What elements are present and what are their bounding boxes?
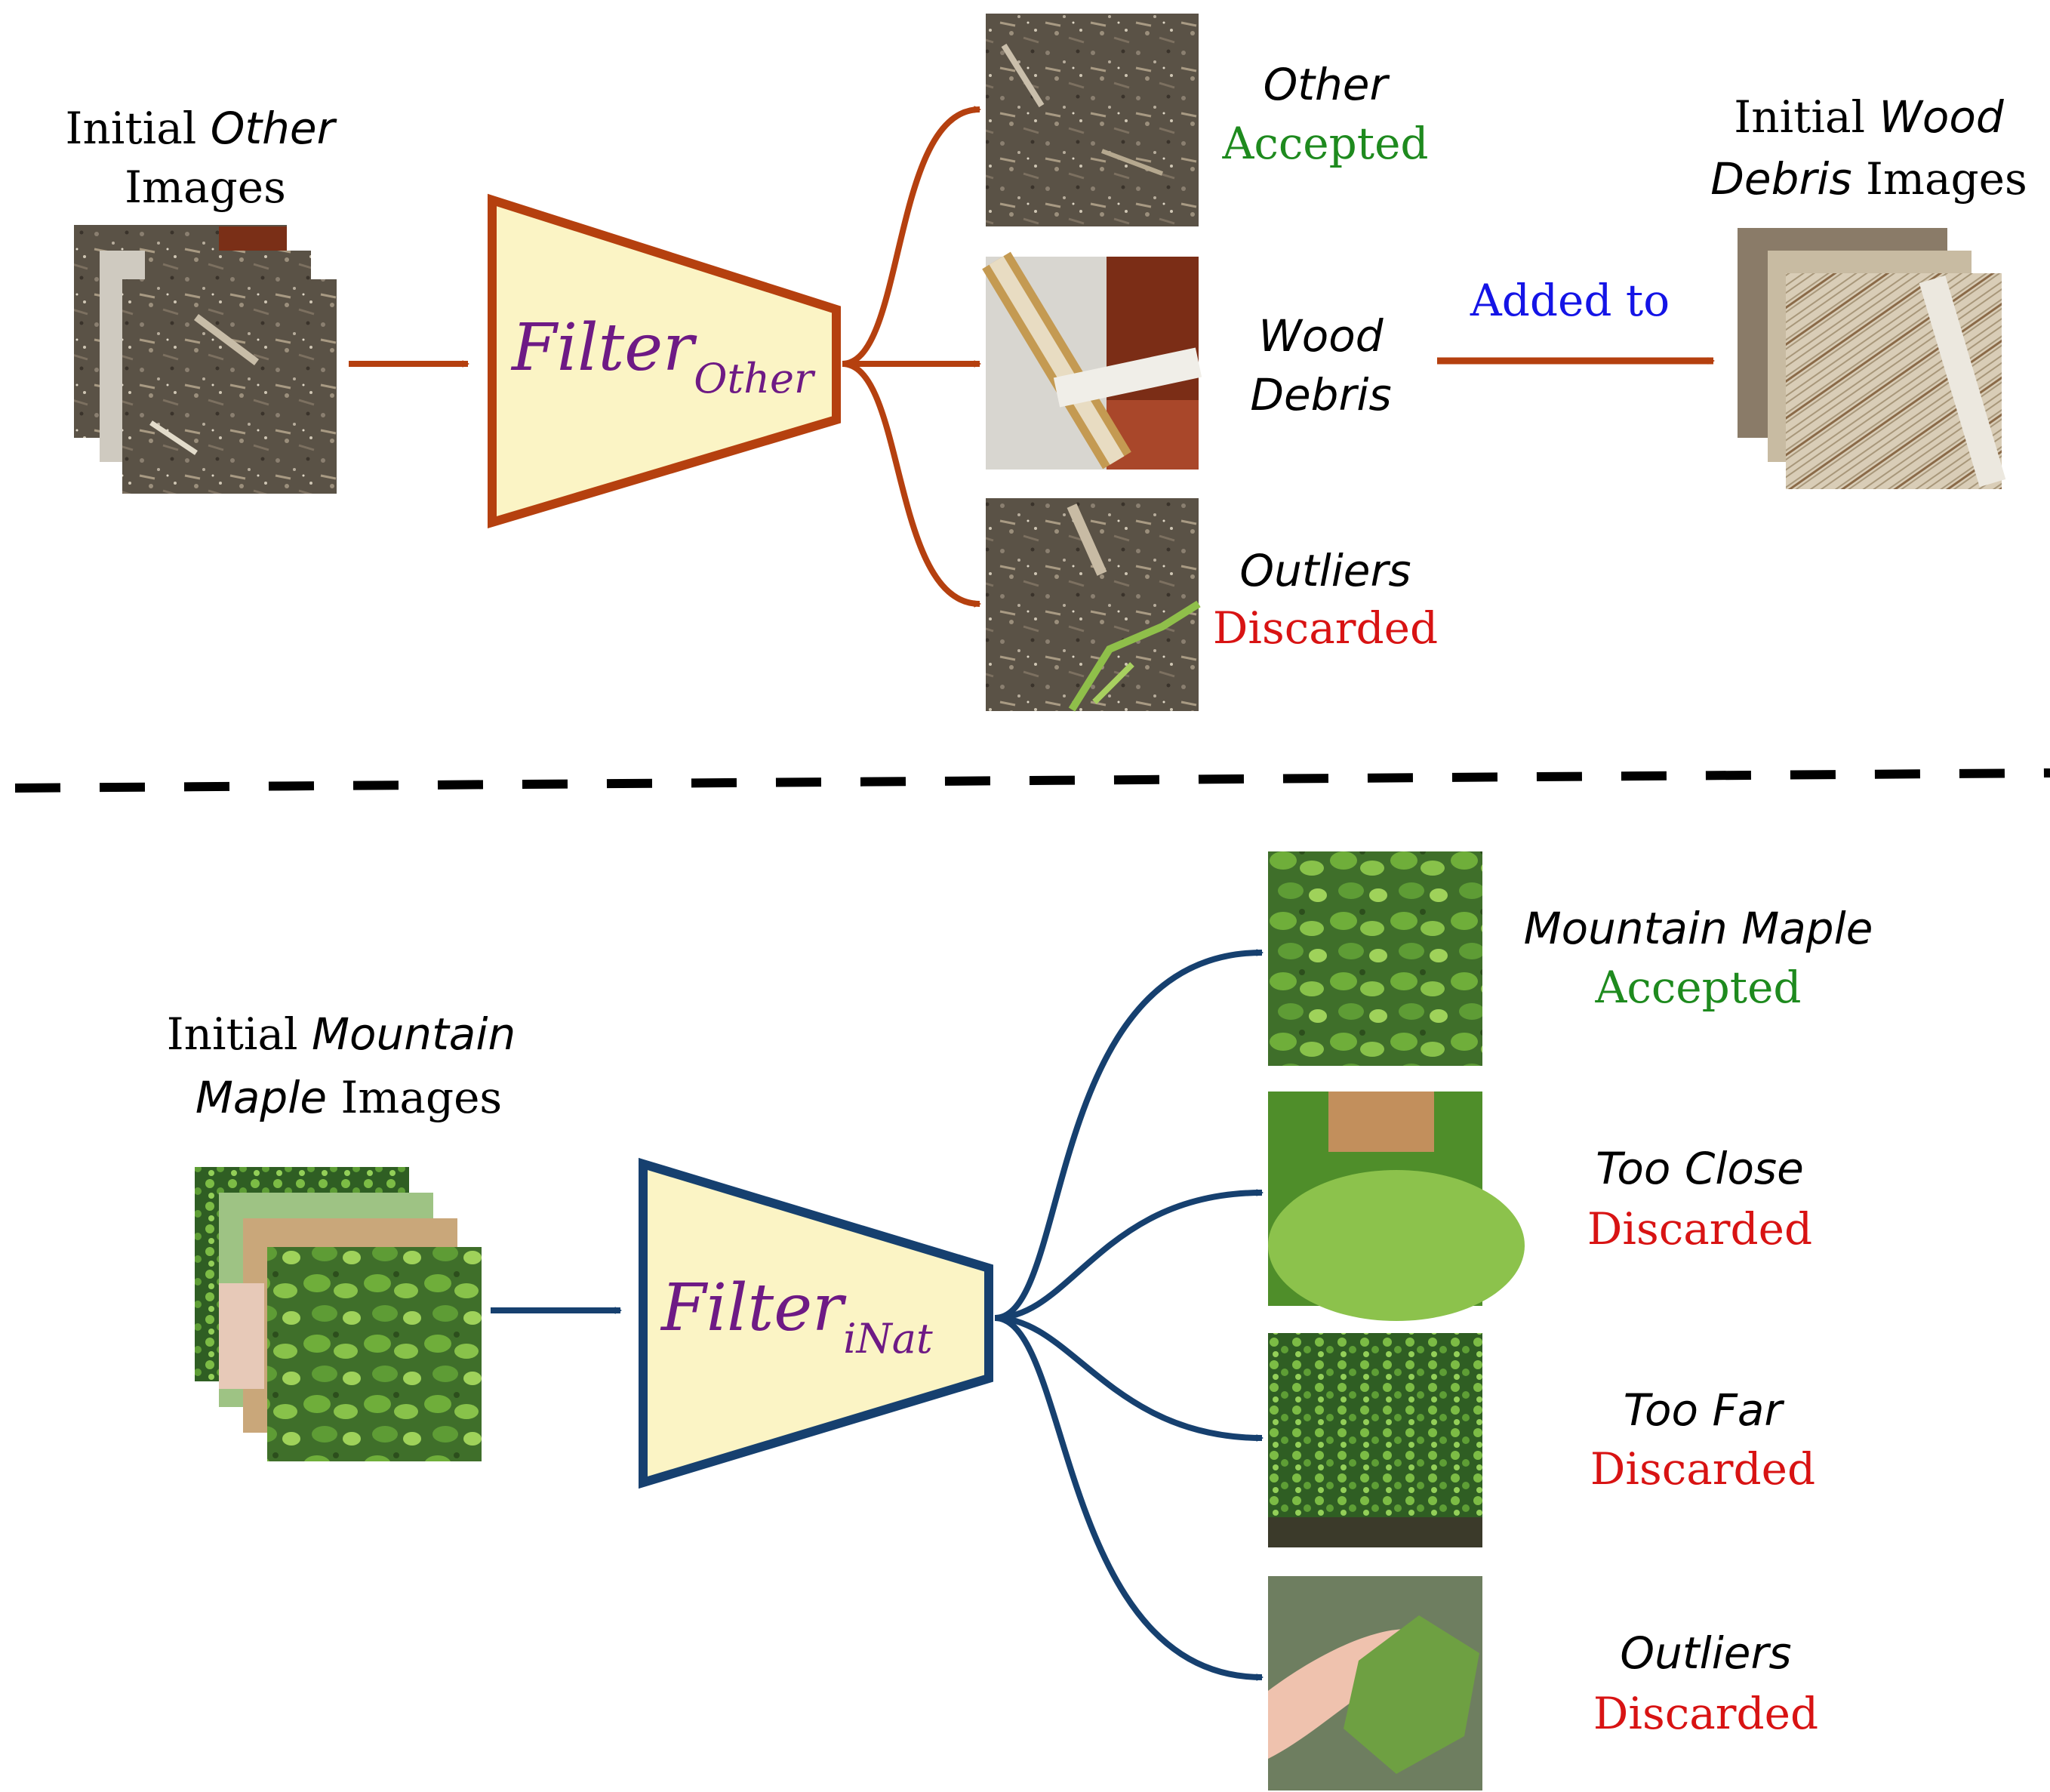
top-output-2-title-line2: Debris xyxy=(1250,369,1391,420)
bottom-filter-subscript: iNat xyxy=(843,1315,933,1362)
top-output-thumb-2 xyxy=(982,251,1202,470)
bottom-output-1-status: Accepted xyxy=(1594,962,1801,1013)
bottom-input-image-stack xyxy=(195,1167,482,1461)
bottom-input-label-line2: Maple Images xyxy=(195,1072,502,1123)
target-image-stack xyxy=(1738,228,2006,489)
top-output-2-title-line1: Wood xyxy=(1258,310,1384,362)
bottom-output-4-title: Outliers xyxy=(1620,1627,1791,1679)
top-branch-arrows xyxy=(842,109,980,604)
added-to-label: Added to xyxy=(1470,275,1670,326)
bottom-output-thumb-3 xyxy=(1268,1333,1482,1547)
top-output-1-status: Accepted xyxy=(1221,118,1428,169)
top-input-image-stack xyxy=(74,225,337,494)
section-divider xyxy=(14,768,2050,793)
bottom-output-2-title: Too Close xyxy=(1596,1143,1804,1194)
bottom-output-3-title: Too Far xyxy=(1624,1384,1785,1436)
top-filter-subscript: Other xyxy=(694,355,816,402)
bottom-output-thumb-1 xyxy=(1268,851,1482,1066)
top-output-thumb-1 xyxy=(986,14,1199,226)
bottom-output-thumb-4 xyxy=(1268,1576,1482,1790)
top-output-3-title: Outliers xyxy=(1239,545,1411,596)
top-input-label-line2: Images xyxy=(125,162,286,213)
bottom-output-1-title: Mountain Maple xyxy=(1524,903,1873,954)
top-output-3-status: Discarded xyxy=(1213,602,1438,654)
target-label-line2: Debris Images xyxy=(1710,153,2027,205)
bottom-filter-label: FilteriNat xyxy=(660,1270,933,1362)
top-output-1-title: Other xyxy=(1264,59,1390,110)
bottom-output-2-status: Discarded xyxy=(1587,1203,1812,1255)
bottom-filter-funnel xyxy=(639,1157,993,1489)
top-filter-funnel xyxy=(488,193,841,529)
bottom-output-4-status: Discarded xyxy=(1593,1688,1818,1739)
top-output-thumb-3 xyxy=(986,498,1201,712)
target-label-line1: Initial Wood xyxy=(1734,91,2005,143)
top-input-label-line1: Initial Other xyxy=(66,103,337,154)
bottom-input-label-line1: Initial Mountain xyxy=(167,1008,516,1060)
bottom-output-3-status: Discarded xyxy=(1590,1443,1815,1495)
bottom-branch-arrows xyxy=(994,953,1262,1677)
bottom-output-thumb-2 xyxy=(1268,1092,1525,1321)
top-filter-label: FilterOther xyxy=(510,310,816,402)
